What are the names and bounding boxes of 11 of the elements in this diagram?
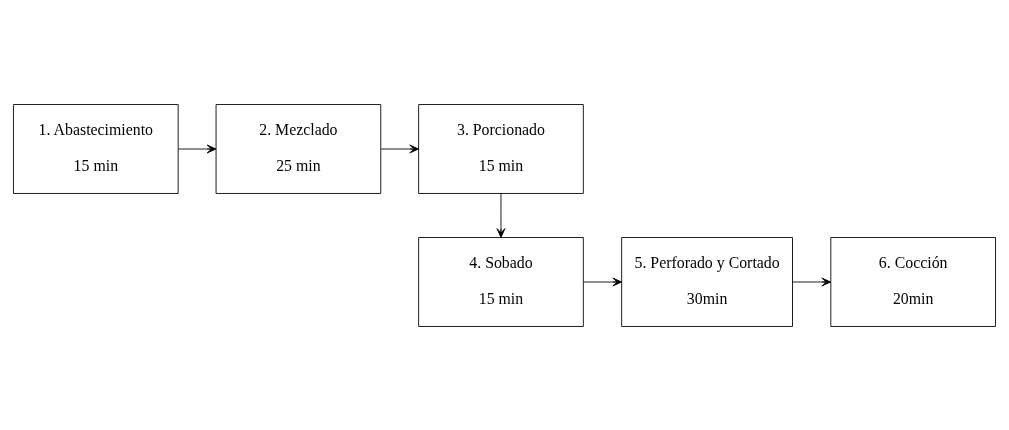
arrow bbox=[792, 277, 832, 286]
arrow bbox=[496, 192, 506, 238]
arrow bbox=[380, 144, 419, 153]
node-box: 4. Sobado 15 min bbox=[418, 236, 584, 327]
node-box: 3. Porcionado 15 min bbox=[418, 103, 584, 194]
arrow bbox=[178, 144, 217, 153]
node-box: 6. Cocción 20min bbox=[830, 236, 996, 327]
node-box: 5. Perforado y Cortado 30min bbox=[621, 236, 793, 327]
node-box: 1. Abastecimiento 15 min bbox=[13, 103, 179, 194]
node-box: 2. Mezclado 25 min bbox=[215, 103, 382, 194]
arrow bbox=[583, 277, 623, 286]
